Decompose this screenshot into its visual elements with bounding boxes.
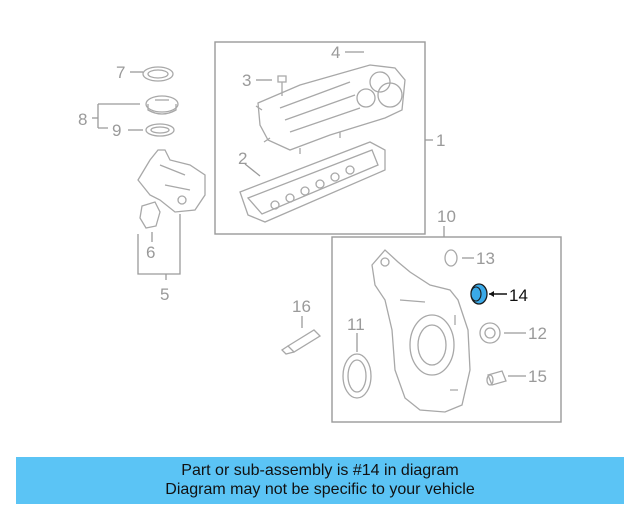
crank-seal-part xyxy=(479,322,501,344)
label-15: 15 xyxy=(528,367,547,386)
sealant-tube-part xyxy=(280,329,322,355)
valve-cover-part xyxy=(255,64,406,154)
label-16: 16 xyxy=(292,297,311,316)
label-5: 5 xyxy=(160,285,169,304)
front-seal-part xyxy=(342,353,372,399)
label-11: 11 xyxy=(347,315,365,334)
oil-filler-housing-part xyxy=(137,149,206,213)
banner-line-2: Diagram may not be specific to your vehi… xyxy=(165,481,475,498)
label-10: 10 xyxy=(437,207,456,226)
plug-part-highlighted xyxy=(470,283,488,305)
info-banner: Part or sub-assembly is #14 in diagram D… xyxy=(16,457,624,504)
parts-diagram: 1 4 3 2 7 8 xyxy=(78,41,562,423)
label-2: 2 xyxy=(238,149,247,168)
banner-line-1: Part or sub-assembly is #14 in diagram xyxy=(181,462,459,479)
label-13: 13 xyxy=(476,249,495,268)
timing-cover-part xyxy=(371,249,471,413)
label-4: 4 xyxy=(331,43,340,62)
oil-cap-part xyxy=(145,95,179,115)
dowel-part xyxy=(486,370,507,386)
label-6: 6 xyxy=(146,243,155,262)
label-7: 7 xyxy=(116,63,125,82)
bolt-part xyxy=(277,75,287,96)
seal-ring-part xyxy=(142,66,174,82)
timing-cover-assembly-box xyxy=(331,236,562,423)
label-12: 12 xyxy=(528,324,547,343)
label-9: 9 xyxy=(112,121,121,140)
bracket-part xyxy=(139,201,161,229)
label-14: 14 xyxy=(509,286,528,305)
valve-cover-gasket-part xyxy=(239,141,386,223)
label-1: 1 xyxy=(436,131,445,150)
valve-cover-assembly-box xyxy=(214,41,426,235)
label-8: 8 xyxy=(78,110,87,129)
small-o-ring-part xyxy=(444,249,458,267)
o-ring-part xyxy=(145,123,175,137)
label-3: 3 xyxy=(242,71,251,90)
